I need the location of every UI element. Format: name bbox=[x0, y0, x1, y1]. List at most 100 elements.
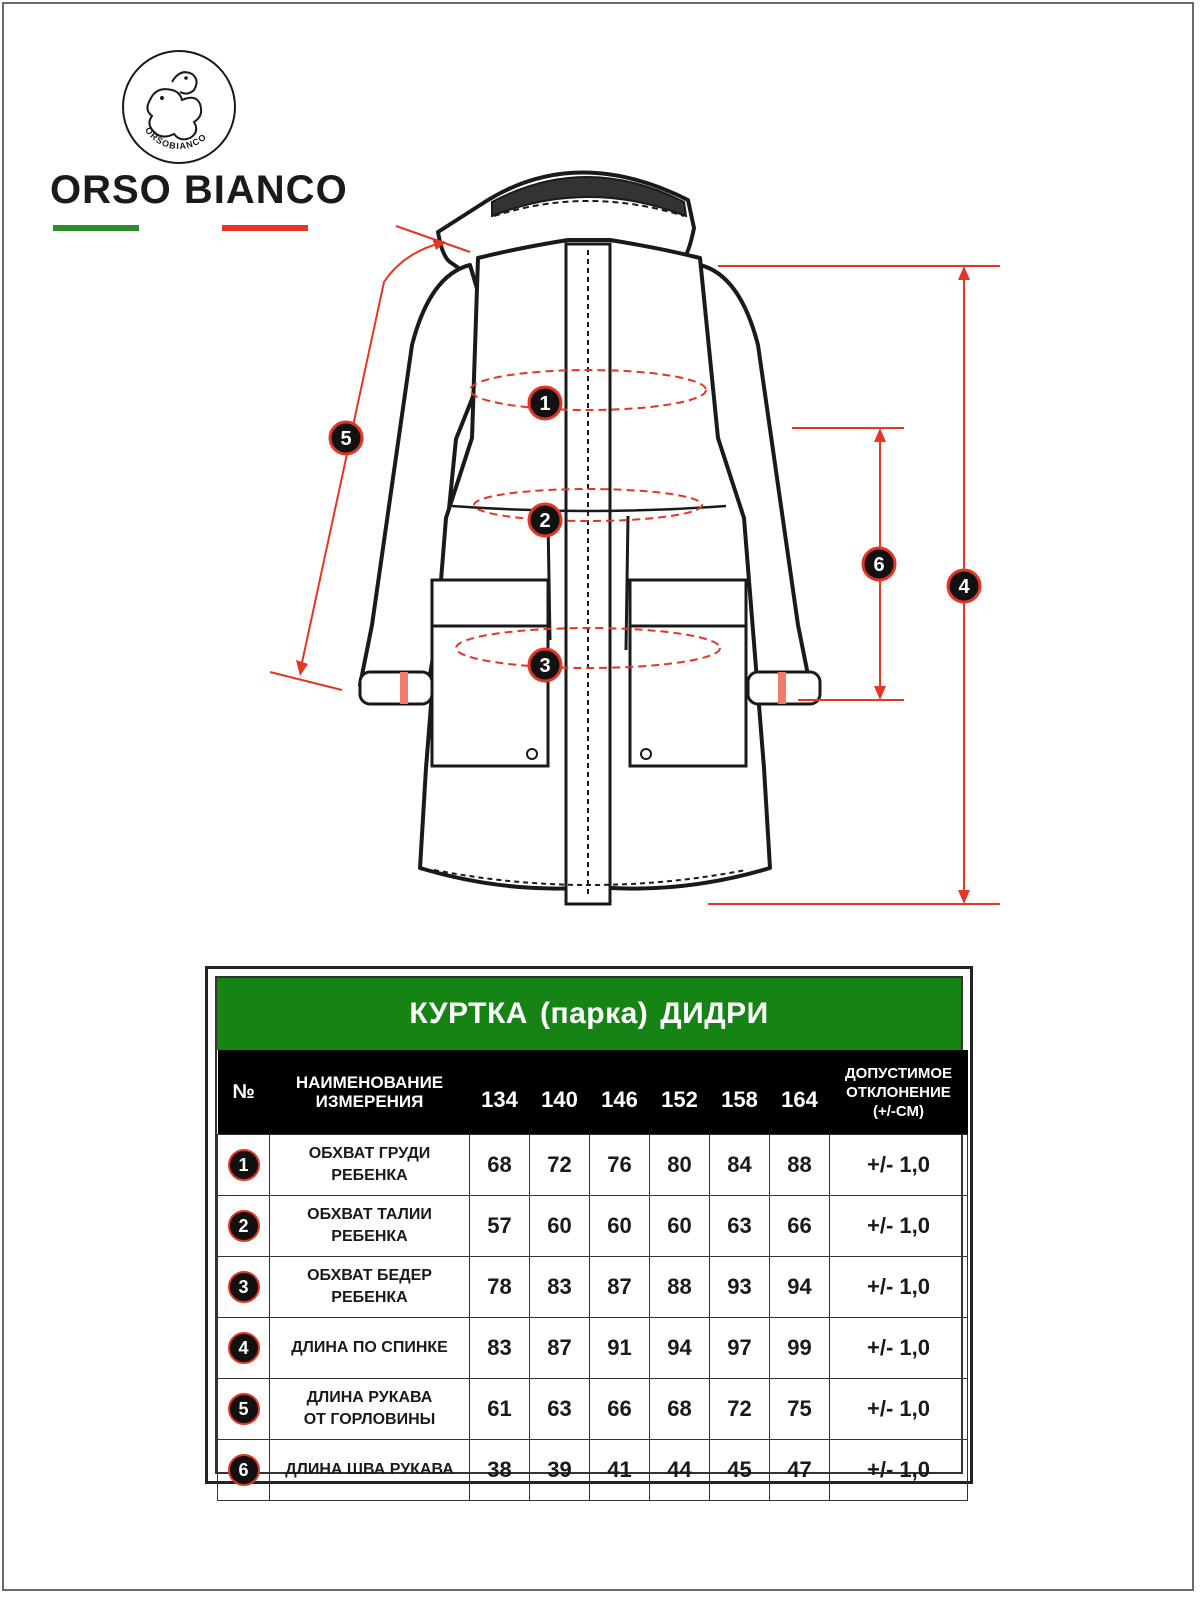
row-badge: 4 bbox=[227, 1332, 260, 1364]
cell-value: 78 bbox=[469, 1256, 530, 1318]
cell-value: 97 bbox=[709, 1317, 770, 1379]
size-table-frame: КУРТКА (парка) ДИДРИ № НАИМЕНОВАНИЕ ИЗМЕ… bbox=[205, 966, 973, 1501]
hood-lining bbox=[491, 176, 688, 218]
row-name-line2: РЕБЕНКА bbox=[331, 1228, 408, 1245]
row-name-line1: ОБХВАТ ТАЛИИ bbox=[307, 1206, 432, 1223]
header-size-152: 152 bbox=[649, 1050, 710, 1135]
cell-value: 75 bbox=[769, 1378, 830, 1440]
header-size-140: 140 bbox=[529, 1050, 590, 1135]
marker-5: 5 bbox=[328, 420, 364, 456]
cell-value: 45 bbox=[709, 1439, 770, 1501]
header-tolerance: ДОПУСТИМОЕ ОТКЛОНЕНИЕ (+/-СМ) bbox=[829, 1050, 968, 1135]
header-no: № bbox=[217, 1050, 270, 1135]
title-part-2: (парка) bbox=[539, 997, 649, 1030]
header-tol-line2: ОТКЛОНЕНИЕ bbox=[846, 1083, 951, 1101]
size-table-inner: КУРТКА (парка) ДИДРИ № НАИМЕНОВАНИЕ ИЗМЕ… bbox=[215, 976, 968, 1501]
cell-value: 83 bbox=[469, 1317, 530, 1379]
green-stripe bbox=[53, 225, 139, 231]
cell-value: 66 bbox=[769, 1195, 830, 1257]
marker-group: 1 2 3 4 5 6 bbox=[328, 385, 982, 683]
cell-value: 63 bbox=[529, 1378, 590, 1440]
table-title: КУРТКА (парка) ДИДРИ bbox=[217, 978, 961, 1050]
marker-3: 3 bbox=[527, 647, 563, 683]
row-badge-cell: 1 bbox=[217, 1134, 270, 1196]
bear-logo: ORSOBIANCO bbox=[122, 50, 236, 164]
brand-name: ORSO BIANCO bbox=[50, 168, 348, 212]
row-badge: 6 bbox=[227, 1454, 260, 1486]
row-badge-cell: 6 bbox=[217, 1439, 270, 1501]
header-name-line2: ИЗМЕРЕНИЯ bbox=[315, 1092, 424, 1111]
row-name-line2: ОТ ГОРЛОВИНЫ bbox=[303, 1411, 436, 1428]
title-part-3: ДИДРИ bbox=[660, 997, 769, 1030]
cell-value: 87 bbox=[529, 1317, 590, 1379]
row-badge: 1 bbox=[227, 1149, 260, 1181]
cell-value: 66 bbox=[589, 1378, 650, 1440]
cell-tolerance: +/- 1,0 bbox=[829, 1134, 968, 1196]
cell-tolerance: +/- 1,0 bbox=[829, 1195, 968, 1257]
header-size-134: 134 bbox=[469, 1050, 530, 1135]
row-badge: 2 bbox=[227, 1210, 260, 1242]
row-name: ОБХВАТ ГРУДИ РЕБЕНКА bbox=[269, 1134, 470, 1196]
cell-value: 80 bbox=[649, 1134, 710, 1196]
header-size-164: 164 bbox=[769, 1050, 830, 1135]
cell-value: 88 bbox=[769, 1134, 830, 1196]
header-size-146: 146 bbox=[589, 1050, 650, 1135]
red-stripe bbox=[222, 225, 308, 231]
waist-band bbox=[451, 504, 727, 513]
cell-tolerance: +/- 1,0 bbox=[829, 1256, 968, 1318]
cell-value: 94 bbox=[769, 1256, 830, 1318]
row-badge-cell: 5 bbox=[217, 1378, 270, 1440]
parka-sketch: 1 2 3 4 5 6 bbox=[269, 170, 1000, 906]
cell-value: 41 bbox=[589, 1439, 650, 1501]
table-row: 4 ДЛИНА ПО СПИНКЕ 83 87 91 94 97 99 +/- … bbox=[217, 1317, 968, 1379]
row-name-line1: ОБХВАТ ГРУДИ bbox=[308, 1145, 431, 1162]
row-name-line1: ДЛИНА ШВА РУКАВА bbox=[285, 1461, 454, 1478]
cell-tolerance: +/- 1,0 bbox=[829, 1439, 968, 1501]
left-cuff bbox=[358, 670, 434, 706]
cell-value: 91 bbox=[589, 1317, 650, 1379]
cell-value: 60 bbox=[529, 1195, 590, 1257]
size-table: № НАИМЕНОВАНИЕ ИЗМЕРЕНИЯ 134 140 146 152… bbox=[217, 1050, 968, 1501]
svg-text:2: 2 bbox=[539, 510, 550, 532]
row-badge: 3 bbox=[227, 1271, 260, 1303]
cell-value: 83 bbox=[529, 1256, 590, 1318]
cell-value: 94 bbox=[649, 1317, 710, 1379]
marker-6: 6 bbox=[861, 546, 897, 582]
cell-value: 72 bbox=[529, 1134, 590, 1196]
svg-text:6: 6 bbox=[873, 554, 884, 576]
marker-1: 1 bbox=[527, 385, 563, 421]
row-name: ДЛИНА ПО СПИНКЕ bbox=[269, 1317, 470, 1379]
cell-value: 68 bbox=[469, 1134, 530, 1196]
header-row: № НАИМЕНОВАНИЕ ИЗМЕРЕНИЯ 134 140 146 152… bbox=[217, 1050, 968, 1135]
cell-value: 93 bbox=[709, 1256, 770, 1318]
row-name-line1: ОБХВАТ БЕДЕР bbox=[307, 1267, 432, 1284]
cell-value: 63 bbox=[709, 1195, 770, 1257]
cell-value: 38 bbox=[469, 1439, 530, 1501]
row-name: ОБХВАТ ТАЛИИ РЕБЕНКА bbox=[269, 1195, 470, 1257]
row-badge: 5 bbox=[227, 1393, 260, 1425]
cell-value: 84 bbox=[709, 1134, 770, 1196]
header-size-158: 158 bbox=[709, 1050, 770, 1135]
cell-value: 47 bbox=[769, 1439, 830, 1501]
table-row: 6 ДЛИНА ШВА РУКАВА 38 39 41 44 45 47 +/-… bbox=[217, 1439, 968, 1501]
cell-value: 44 bbox=[649, 1439, 710, 1501]
row-badge-cell: 4 bbox=[217, 1317, 270, 1379]
marker-2: 2 bbox=[527, 502, 563, 538]
cell-value: 68 bbox=[649, 1378, 710, 1440]
svg-text:3: 3 bbox=[539, 655, 550, 677]
cell-value: 88 bbox=[649, 1256, 710, 1318]
cell-value: 99 bbox=[769, 1317, 830, 1379]
row-badge-cell: 2 bbox=[217, 1195, 270, 1257]
cell-value: 76 bbox=[589, 1134, 650, 1196]
header-tol-line3: (+/-СМ) bbox=[872, 1102, 925, 1120]
cell-value: 39 bbox=[529, 1439, 590, 1501]
chest-guide bbox=[469, 369, 707, 411]
cell-value: 72 bbox=[709, 1378, 770, 1440]
hip-guide bbox=[455, 627, 721, 669]
row-name-line2: РЕБЕНКА bbox=[331, 1167, 408, 1184]
svg-text:4: 4 bbox=[958, 576, 970, 598]
